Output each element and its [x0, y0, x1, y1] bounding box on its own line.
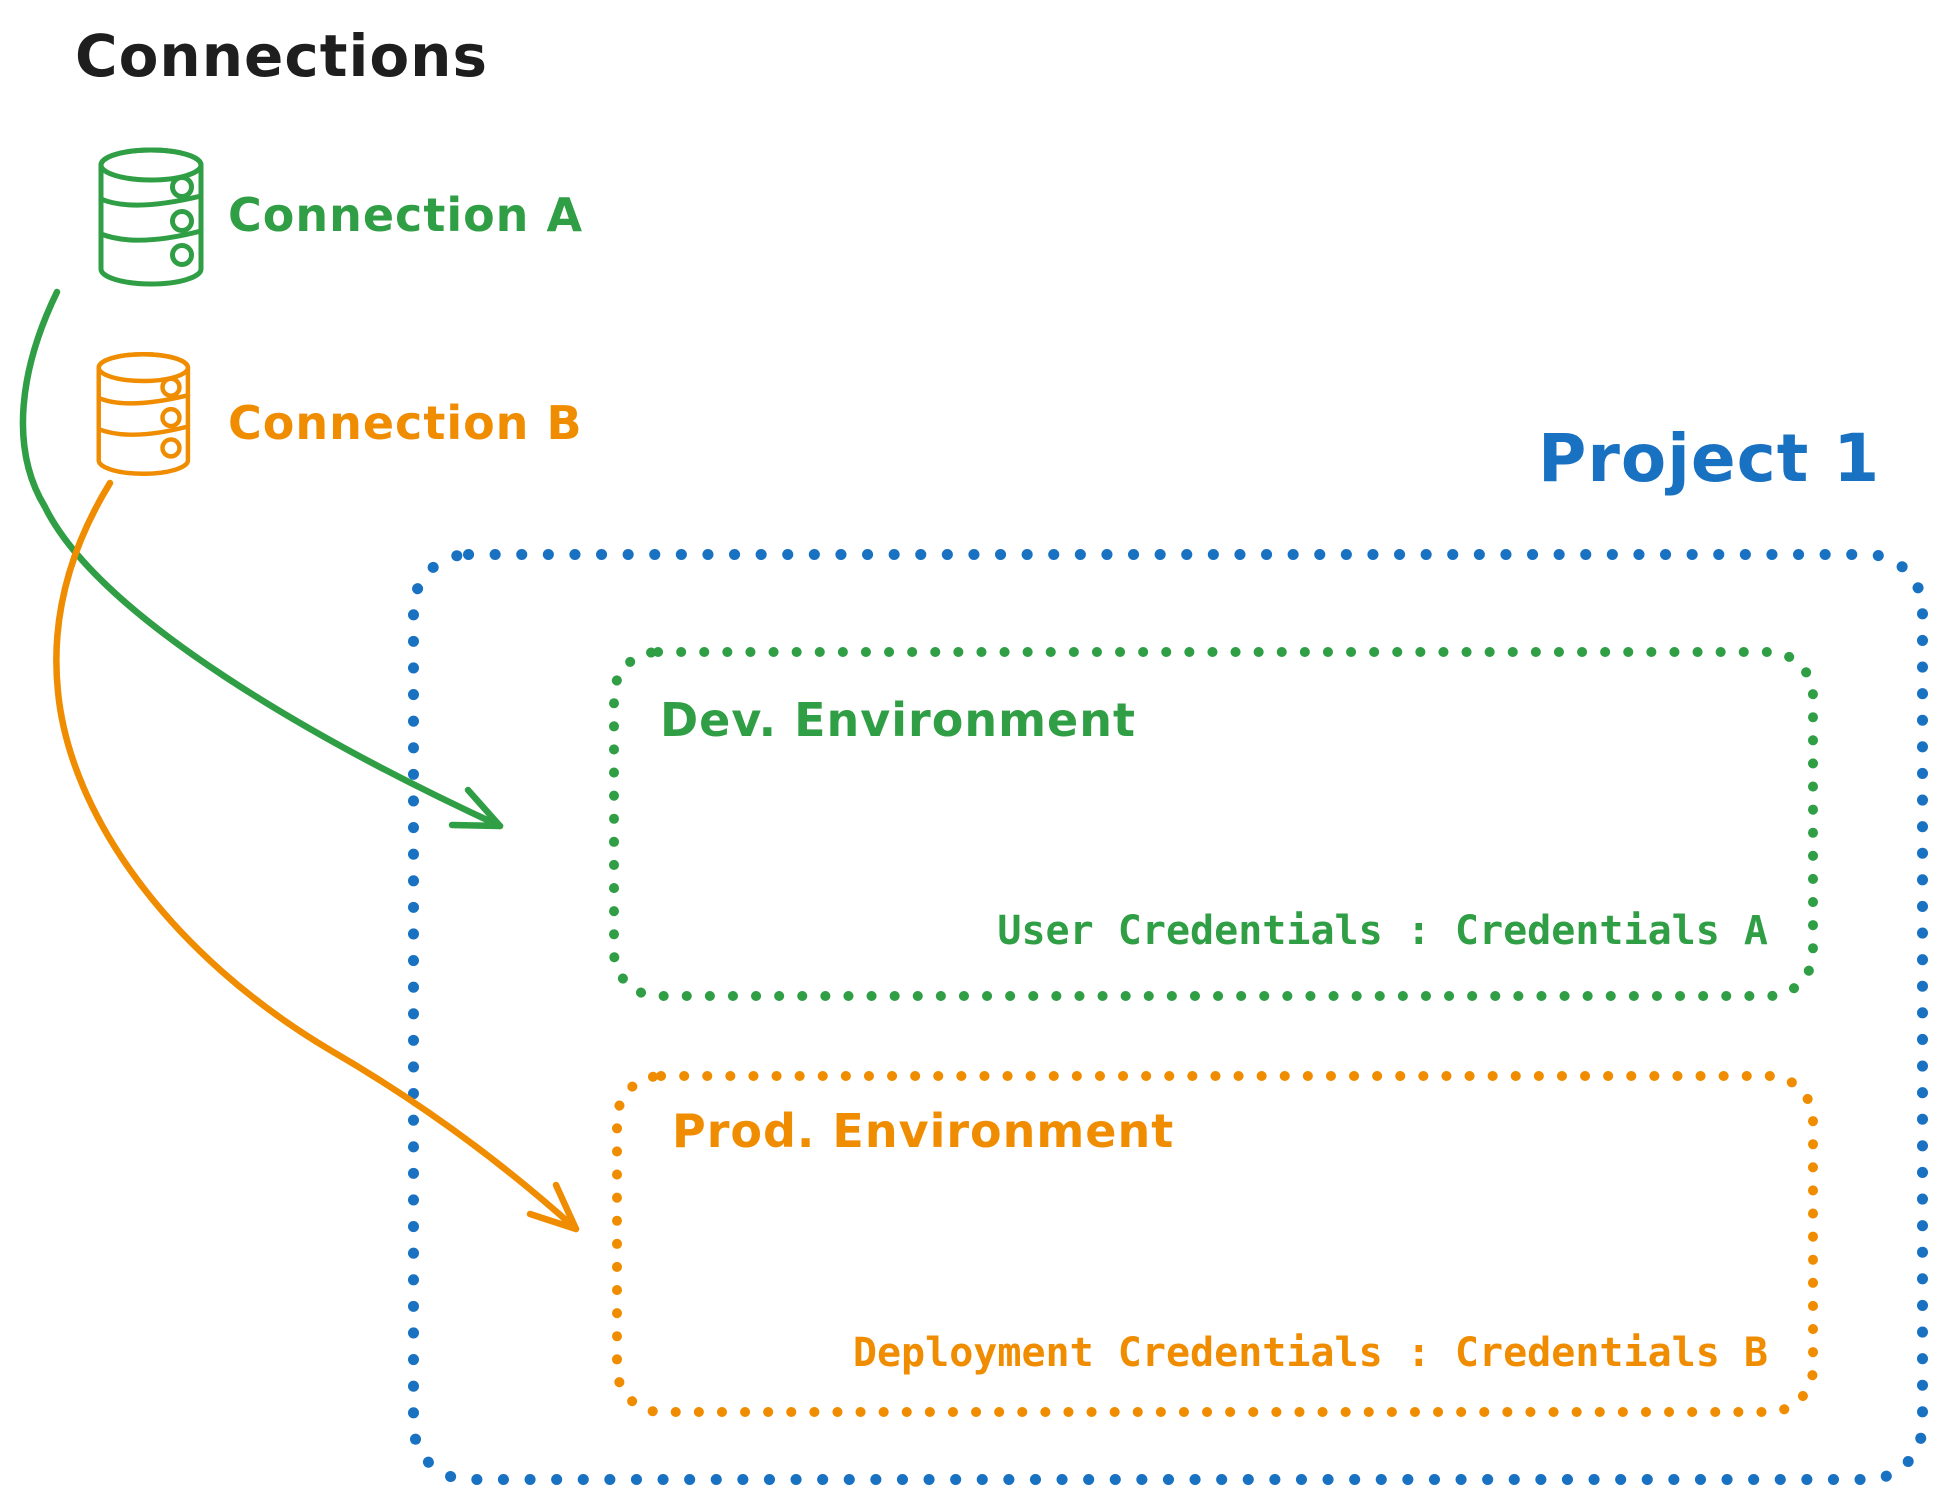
project-1-label: Project 1 — [1538, 420, 1881, 497]
connection-b-label: Connection B — [228, 396, 583, 450]
prod-environment-title: Prod. Environment — [672, 1104, 1175, 1158]
connections-heading: Connections — [75, 22, 488, 90]
dev-environment-title: Dev. Environment — [660, 693, 1136, 747]
database-icon-connection-a — [98, 147, 204, 287]
connection-b-arrow — [53, 479, 580, 1233]
connection-a-label: Connection A — [228, 188, 584, 242]
database-icon-connection-b — [96, 352, 191, 476]
dev-credentials-text: User Credentials : Credentials A — [997, 908, 1768, 954]
prod-credentials-text: Deployment Credentials : Credentials B — [852, 1330, 1768, 1376]
